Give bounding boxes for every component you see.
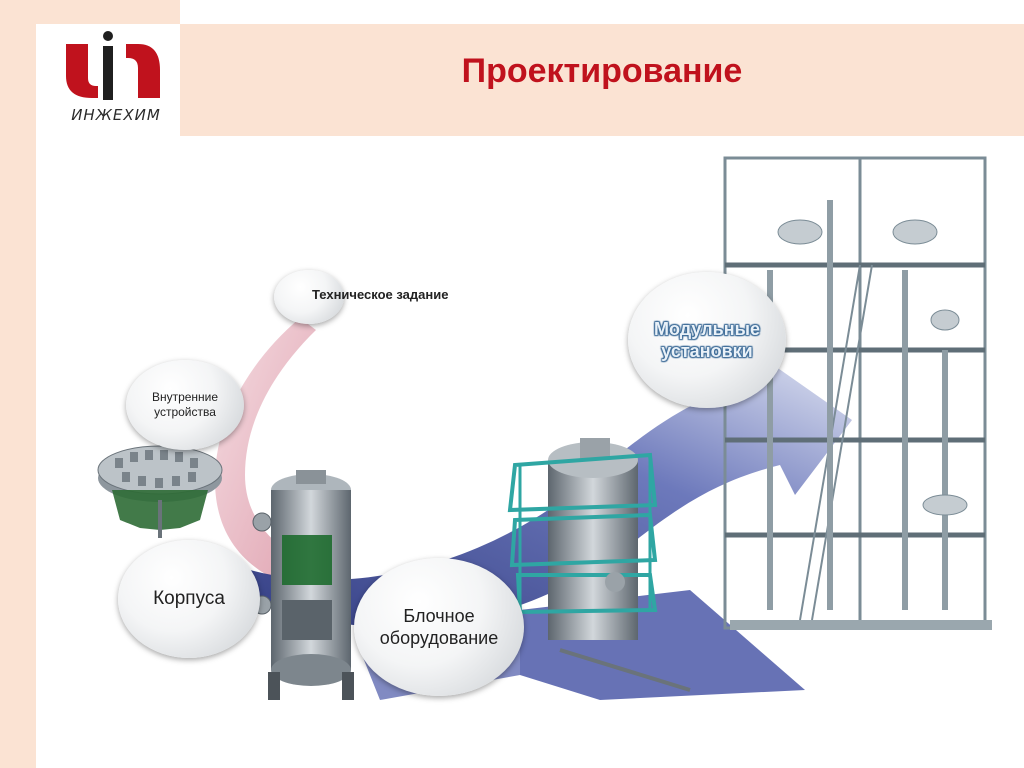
- left-decor-stripe: [0, 0, 36, 768]
- block-equipment-illustration: [507, 438, 691, 692]
- flow-arrow-pink: [215, 318, 320, 590]
- stage-modular-plants-label: Модульные установки: [654, 319, 760, 361]
- internal-tray-illustration: [97, 445, 223, 538]
- stage-vessels-bubble: Корпуса: [118, 540, 260, 658]
- company-logo-mark: [66, 31, 160, 100]
- stage-block-equipment-label: Блочное оборудование: [379, 606, 499, 648]
- stage-vessels-label: Корпуса: [153, 588, 225, 609]
- design-process-diagram: [97, 156, 992, 700]
- page-title: Проектирование: [461, 52, 743, 90]
- vessel-illustration: [252, 470, 354, 700]
- stage-internal-devices-label: Внутренние устройства: [151, 390, 219, 419]
- stage-block-equipment-bubble: Блочное оборудование: [354, 558, 524, 696]
- stage-technical-spec-bubble: [274, 270, 344, 324]
- stage-modular-plants-bubble: Модульные установки: [628, 272, 786, 408]
- stage-internal-devices-bubble: Внутренние устройства: [126, 360, 244, 450]
- logo-wordmark: ИНЖЕХИМ: [71, 106, 161, 124]
- stage-technical-spec-label: Техническое задание: [312, 287, 449, 302]
- header-band: [180, 24, 1024, 136]
- flow-arrow-blue: [250, 350, 852, 628]
- top-decor-strip: [36, 0, 180, 24]
